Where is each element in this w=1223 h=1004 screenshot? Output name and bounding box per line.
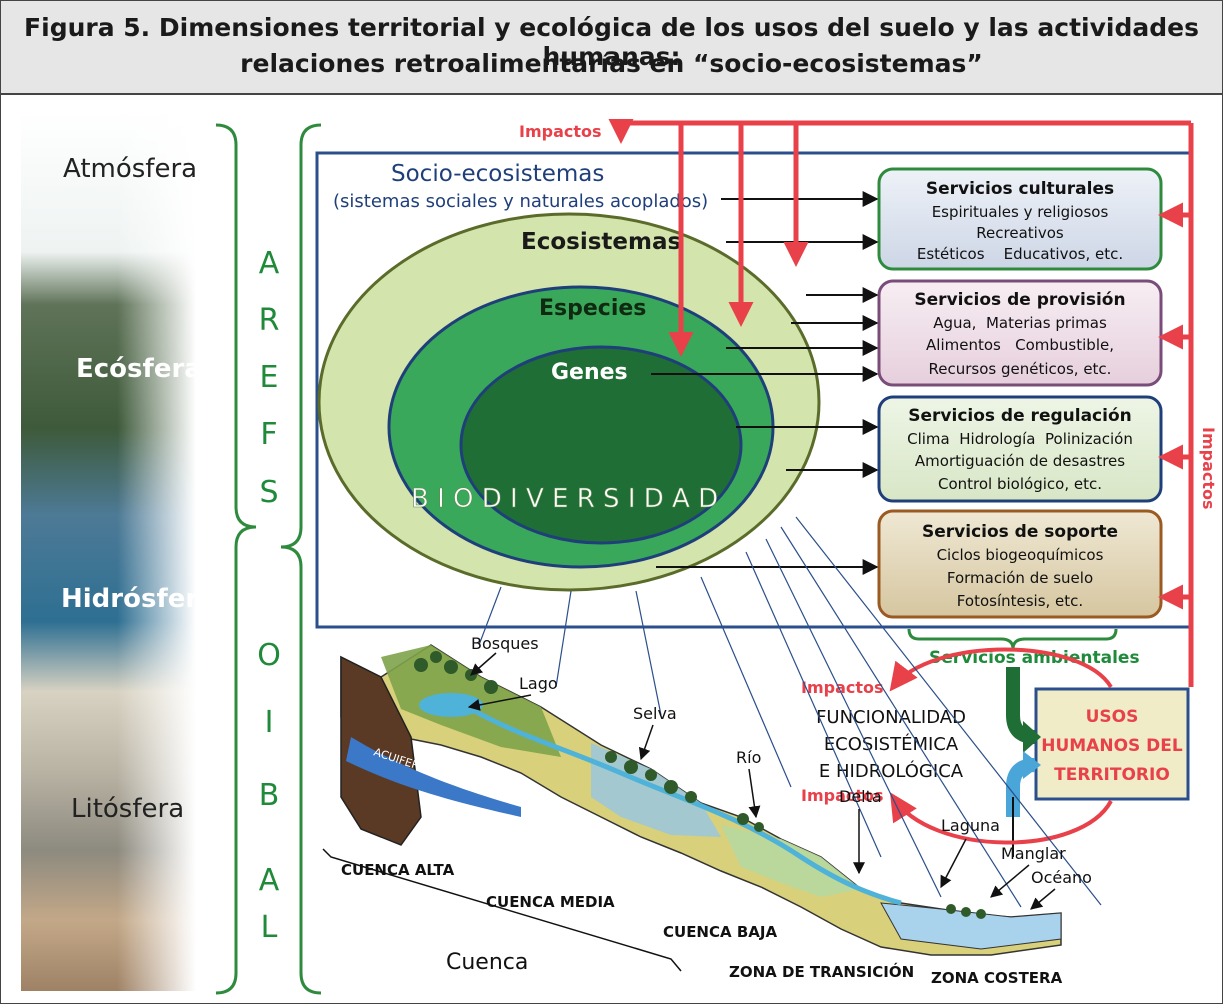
provision-line1: Agua, Materias primas [933,314,1107,332]
lago-label: Lago [519,674,558,693]
oceano-label: Océano [1031,868,1092,887]
biosfera-brace [280,123,322,995]
provision-title: Servicios de provisión [914,290,1125,310]
impactos-lower-label: Impactos [801,786,884,805]
servicios-soporte-box [877,509,1163,619]
left-brace [215,123,257,995]
culturales-line1: Espirituales y religiosos [932,203,1109,221]
bio-letter: B [259,778,280,813]
la-letter: A [259,863,280,898]
impactos-upper-label: Impactos [801,678,884,697]
usos-line1: USOS [1086,707,1139,727]
cuenca-baja-label: CUENCA BAJA [663,923,777,941]
impact-arc-upper [889,647,1113,692]
funcionalidad-line2: ECOSISTÉMICA [824,733,959,755]
bio-letter: I [265,705,274,740]
soporte-line2: Formación de suelo [947,569,1093,587]
culturales-title: Servicios culturales [926,179,1114,199]
atmosfera-label: Atmósfera [63,154,197,184]
watershed-illustration [340,644,1062,956]
manglar-label: Manglar [1001,844,1066,863]
soporte-line1: Ciclos biogeoquímicos [937,546,1104,564]
culturales-line2: Recreativos [976,224,1064,242]
usos-line2: HUMANOS DEL [1041,736,1183,756]
servicios-ambientales-label: Servicios ambientales [929,648,1140,668]
cuenca-brace [322,848,682,972]
regulacion-line1: Clima Hidrología Polinización [907,430,1133,448]
regulacion-line3: Control biológico, etc. [938,475,1102,493]
blue-flow-arrowhead [1023,751,1041,779]
impact-arc-lower [889,792,1113,845]
usos-line3: TERRITORIO [1054,765,1170,785]
litosfera-label: Litósfera [71,794,184,824]
figure-title-line2: relaciones retroalimentarías en “socio-e… [240,49,983,78]
zona-costera-label: ZONA COSTERA [931,969,1063,987]
provision-line2: Alimentos Combustible, [926,336,1114,354]
figure-header: Figura 5. Dimensiones territorial y ecol… [1,1,1222,95]
impactos-side-label: Impactos [1199,427,1218,510]
lower-plain [721,825,861,897]
diagram-canvas: Atmósfera Ecósfera Hidrósfera Litósfera … [21,111,1218,995]
lake [419,693,483,717]
label-pointers [467,652,1056,910]
photo-fade [21,111,196,991]
mountain-front-rock [340,655,422,846]
hidrosfera-label: Hidrósfera [61,584,216,614]
biosfera-letter: E [260,360,279,395]
biosfera-letter: F [260,417,277,452]
bio-letter: O [257,638,281,673]
cuenca-alta-label: CUENCA ALTA [341,861,455,879]
provision-line3: Recursos genéticos, etc. [929,360,1112,378]
biosfera-letter: R [259,303,280,338]
la-letter: L [261,910,278,945]
impactos-top-label: Impactos [519,122,602,141]
impact-arrows-top [608,119,1194,687]
funcionalidad-line3: E HIDROLÓGICA [819,760,964,782]
cuenca-media-label: CUENCA MEDIA [486,893,615,911]
green-flow-arrowhead [1023,721,1041,753]
soporte-line3: Fotosíntesis, etc. [957,592,1083,610]
river [469,706,902,906]
cuenca-label: Cuenca [446,950,528,975]
aquifer [346,737,521,817]
service-arrows [651,191,879,575]
culturales-line3: Estéticos Educativos, etc. [917,245,1123,263]
regulacion-title: Servicios de regulación [908,406,1131,426]
selva-label: Selva [633,704,677,723]
soporte-title: Servicios de soporte [922,522,1118,542]
bosques-label: Bosques [471,634,539,653]
biodiversidad-label: B I O D I V E R S I D A D [411,484,718,514]
regulacion-line2: Amortiguación de desastres [915,452,1125,470]
ecosistemas-label: Ecosistemas [521,229,681,255]
zona-transicion-label: ZONA DE TRANSICIÓN [729,962,914,981]
biosfera-letter: A [259,246,280,281]
delta-label: Delta [839,787,882,806]
figure-title-line1: Figura 5. Dimensiones territorial y ecol… [24,13,1199,71]
ecosfera-label: Ecósfera [76,354,202,384]
laguna-label: Laguna [941,816,1000,835]
servicios-ambientales-brace [907,628,1118,650]
genes-ellipse [459,345,743,545]
rio-label: Río [736,748,761,767]
ellipse-landscape-connectors [478,516,1102,908]
genes-label: Genes [551,360,628,385]
usos-humanos-box [1034,687,1190,801]
funcionalidad-line1: FUNCIONALIDAD [816,707,966,728]
biosfera-letter: S [259,475,278,510]
especies-label: Especies [539,296,646,321]
socio-subtitle: (sistemas sociales y naturales acoplados… [333,191,708,212]
socio-title: Socio-ecosistemas [391,161,604,187]
